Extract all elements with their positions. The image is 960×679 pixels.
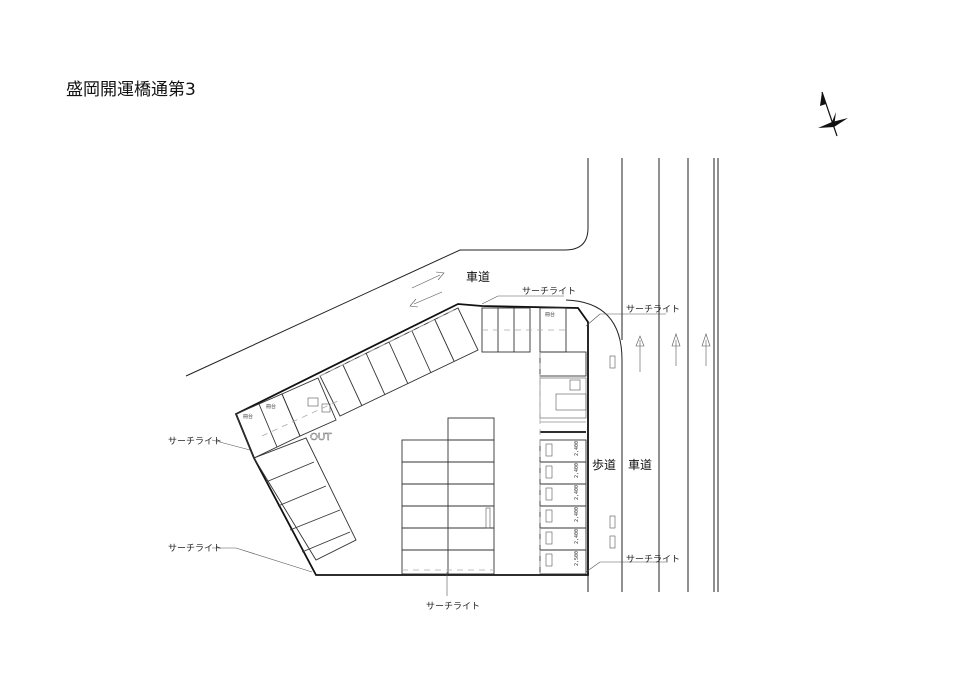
svg-text:2,400: 2,400: [574, 463, 580, 478]
exit-booth-area: OUT: [281, 377, 337, 443]
svg-text:2,400: 2,400: [574, 441, 580, 456]
svg-text:2,400: 2,400: [574, 529, 580, 544]
parking-stalls-southwest: [253, 437, 357, 561]
payment-machine-area: [539, 351, 587, 433]
svg-text:サーチライト: サーチライト: [168, 543, 222, 554]
bollard-icon: [609, 355, 616, 549]
svg-text:OUT: OUT: [310, 432, 332, 443]
svg-text:サーチライト: サーチライト: [168, 436, 222, 447]
parking-stalls-northwest: [319, 307, 479, 417]
svg-text:2,500: 2,500: [574, 551, 580, 566]
sidewalk-label: 歩道: [592, 457, 616, 472]
svg-text:サーチライト: サーチライト: [626, 304, 680, 315]
parking-stalls-east: 2,400 2,400 2,400 2,400 2,400 2,500: [539, 439, 587, 575]
roadway-label-north: 車道: [466, 270, 490, 284]
svg-text:サーチライト: サーチライト: [522, 286, 576, 297]
svg-text:冊台: 冊台: [266, 403, 276, 410]
searchlight-callout-northeast: サーチライト: [585, 304, 680, 327]
searchlight-callout-south: サーチライト: [426, 572, 480, 612]
searchlight-callout-southeast: サーチライト: [585, 554, 680, 573]
parking-stalls-center: [401, 417, 495, 575]
drive-aisles: [261, 329, 566, 574]
east-road: [185, 158, 719, 592]
roadway-label-east: 車道: [628, 458, 652, 472]
svg-text:2,400: 2,400: [574, 485, 580, 500]
svg-text:サーチライト: サーチライト: [626, 554, 680, 565]
lane-arrow-icon: [409, 271, 445, 308]
svg-text:冊台: 冊台: [545, 311, 555, 318]
searchlight-callout-north: サーチライト: [481, 286, 576, 305]
searchlight-callout-southwest: サーチライト: [168, 543, 313, 573]
north-arrow-icon: [818, 91, 848, 138]
searchlight-callout-west: サーチライト: [168, 436, 251, 451]
site-boundary: [234, 303, 589, 576]
lane-arrow-icon: [635, 333, 711, 372]
parking-stalls-west: 冊台 冊台: [235, 393, 301, 459]
svg-text:サーチライト: サーチライト: [426, 601, 480, 612]
svg-text:2,400: 2,400: [574, 507, 580, 522]
page-title: 盛岡開運橋通第3: [66, 80, 196, 100]
svg-text:冊台: 冊台: [243, 413, 253, 420]
